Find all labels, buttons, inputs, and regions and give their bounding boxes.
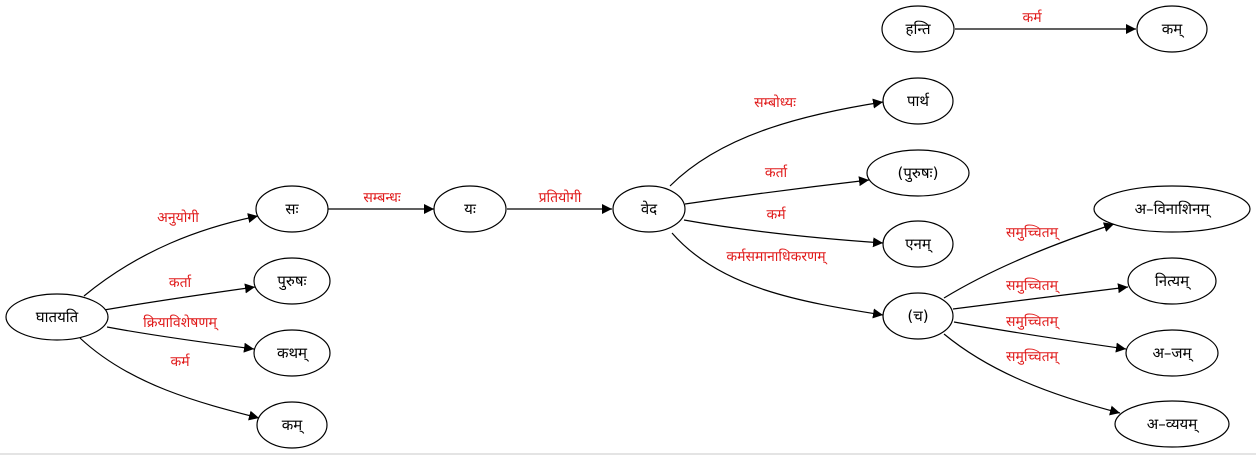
node-veda: वेद [612, 185, 686, 233]
node-label-purushah: पुरुषः [277, 272, 307, 291]
node-label-katham: कथम् [277, 344, 309, 362]
edge-cha-avyayam [943, 333, 1121, 416]
node-label-avinashinam: अ–विनाशिनम् [1135, 200, 1212, 218]
node-partha: पार्थ [882, 77, 954, 125]
node-label-kam-2: कम् [1162, 20, 1184, 38]
edge-veda-cha [671, 232, 884, 319]
edge-label-kriyavisheshanam: क्रियाविशेषणम् [143, 314, 219, 331]
node-hanti: हन्ति [881, 5, 955, 53]
nodes: घातयति सः पुरुषः कथम् कम् यः वेद पार्थ [5, 5, 1251, 449]
edge-label-karmasamanadhikaranam: कर्मसमानाधिकरणम् [726, 248, 827, 265]
edge-label-samuccitam-2: समुच्चितम् [1006, 277, 1060, 294]
edge-label-karma-2: कर्म [766, 206, 786, 223]
node-ghatayati: घातयति [5, 293, 109, 341]
node-sah: सः [255, 185, 329, 233]
edge-label-karma-1: कर्म [170, 353, 190, 370]
edge-label-sambodhyah: सम्बोध्यः [754, 94, 797, 111]
node-cha: (च) [882, 292, 954, 340]
node-ajam: अ–जम् [1125, 329, 1219, 377]
node-label-purushah-paren: (पुरुषः) [898, 164, 939, 183]
node-yah: यः [433, 185, 507, 233]
edge-cha-ajam [953, 321, 1127, 353]
edge-veda-enam [683, 219, 884, 248]
edge-label-karma-3: कर्म [1022, 9, 1042, 26]
node-label-sah: सः [285, 200, 299, 218]
edge-veda-partha [669, 98, 884, 187]
edge-label-samuccitam-4: समुच्चितम् [1006, 348, 1060, 365]
edge-label-anuyogi: अनुयोगी [157, 209, 199, 226]
node-label-hanti: हन्ति [905, 20, 930, 38]
node-purushah: पुरुषः [253, 257, 331, 305]
node-label-ghatayati: घातयति [36, 308, 79, 326]
node-nityam: नित्यम् [1127, 257, 1217, 305]
edge-label-samuccitam-1: समुच्चितम् [1006, 224, 1060, 241]
edge-label-samuccitam-3: समुच्चितम् [1006, 313, 1060, 330]
edge-label-karta-1: कर्ता [169, 274, 192, 291]
edge-ghatayati-kam [79, 337, 260, 421]
node-label-nityam: नित्यम् [1155, 272, 1191, 290]
node-label-kam-1: कम् [282, 416, 304, 434]
node-label-enam: एनम् [905, 235, 933, 253]
node-kam-1: कम् [256, 401, 328, 449]
node-label-partha: पार्थ [907, 92, 930, 110]
edge-ghatayati-katham [106, 326, 255, 353]
edge-cha-avinashinam [943, 222, 1115, 299]
edge-ghatayati-sah [83, 213, 259, 297]
node-label-ajam: अ–जम् [1152, 344, 1193, 362]
node-label-avyayam: अ–व्ययम् [1147, 415, 1199, 433]
edge-veda-purushah-paren [684, 176, 870, 205]
edge-label-karta-2: कर्ता [765, 164, 788, 181]
node-label-veda: वेद [641, 200, 658, 218]
edge-cha-nityam [952, 283, 1129, 310]
edges: अनुयोगी कर्ता क्रियाविशेषणम् कर्म सम्बन्… [79, 9, 1136, 421]
node-kam-2: कम् [1136, 5, 1208, 53]
edge-ghatayati-purushah [103, 283, 256, 311]
node-purushah-paren: (पुरुषः) [866, 149, 970, 197]
node-enam: एनम् [882, 220, 954, 268]
node-label-cha: (च) [907, 307, 928, 325]
edge-label-sambandhah: सम्बन्धः [363, 190, 401, 206]
edge-label-pratiyogi: प्रतियोगी [539, 189, 582, 206]
node-label-yah: यः [464, 200, 477, 218]
node-katham: कथम् [253, 329, 331, 377]
node-avyayam: अ–व्ययम् [1114, 400, 1230, 448]
node-avinashinam: अ–विनाशिनम् [1093, 185, 1251, 233]
